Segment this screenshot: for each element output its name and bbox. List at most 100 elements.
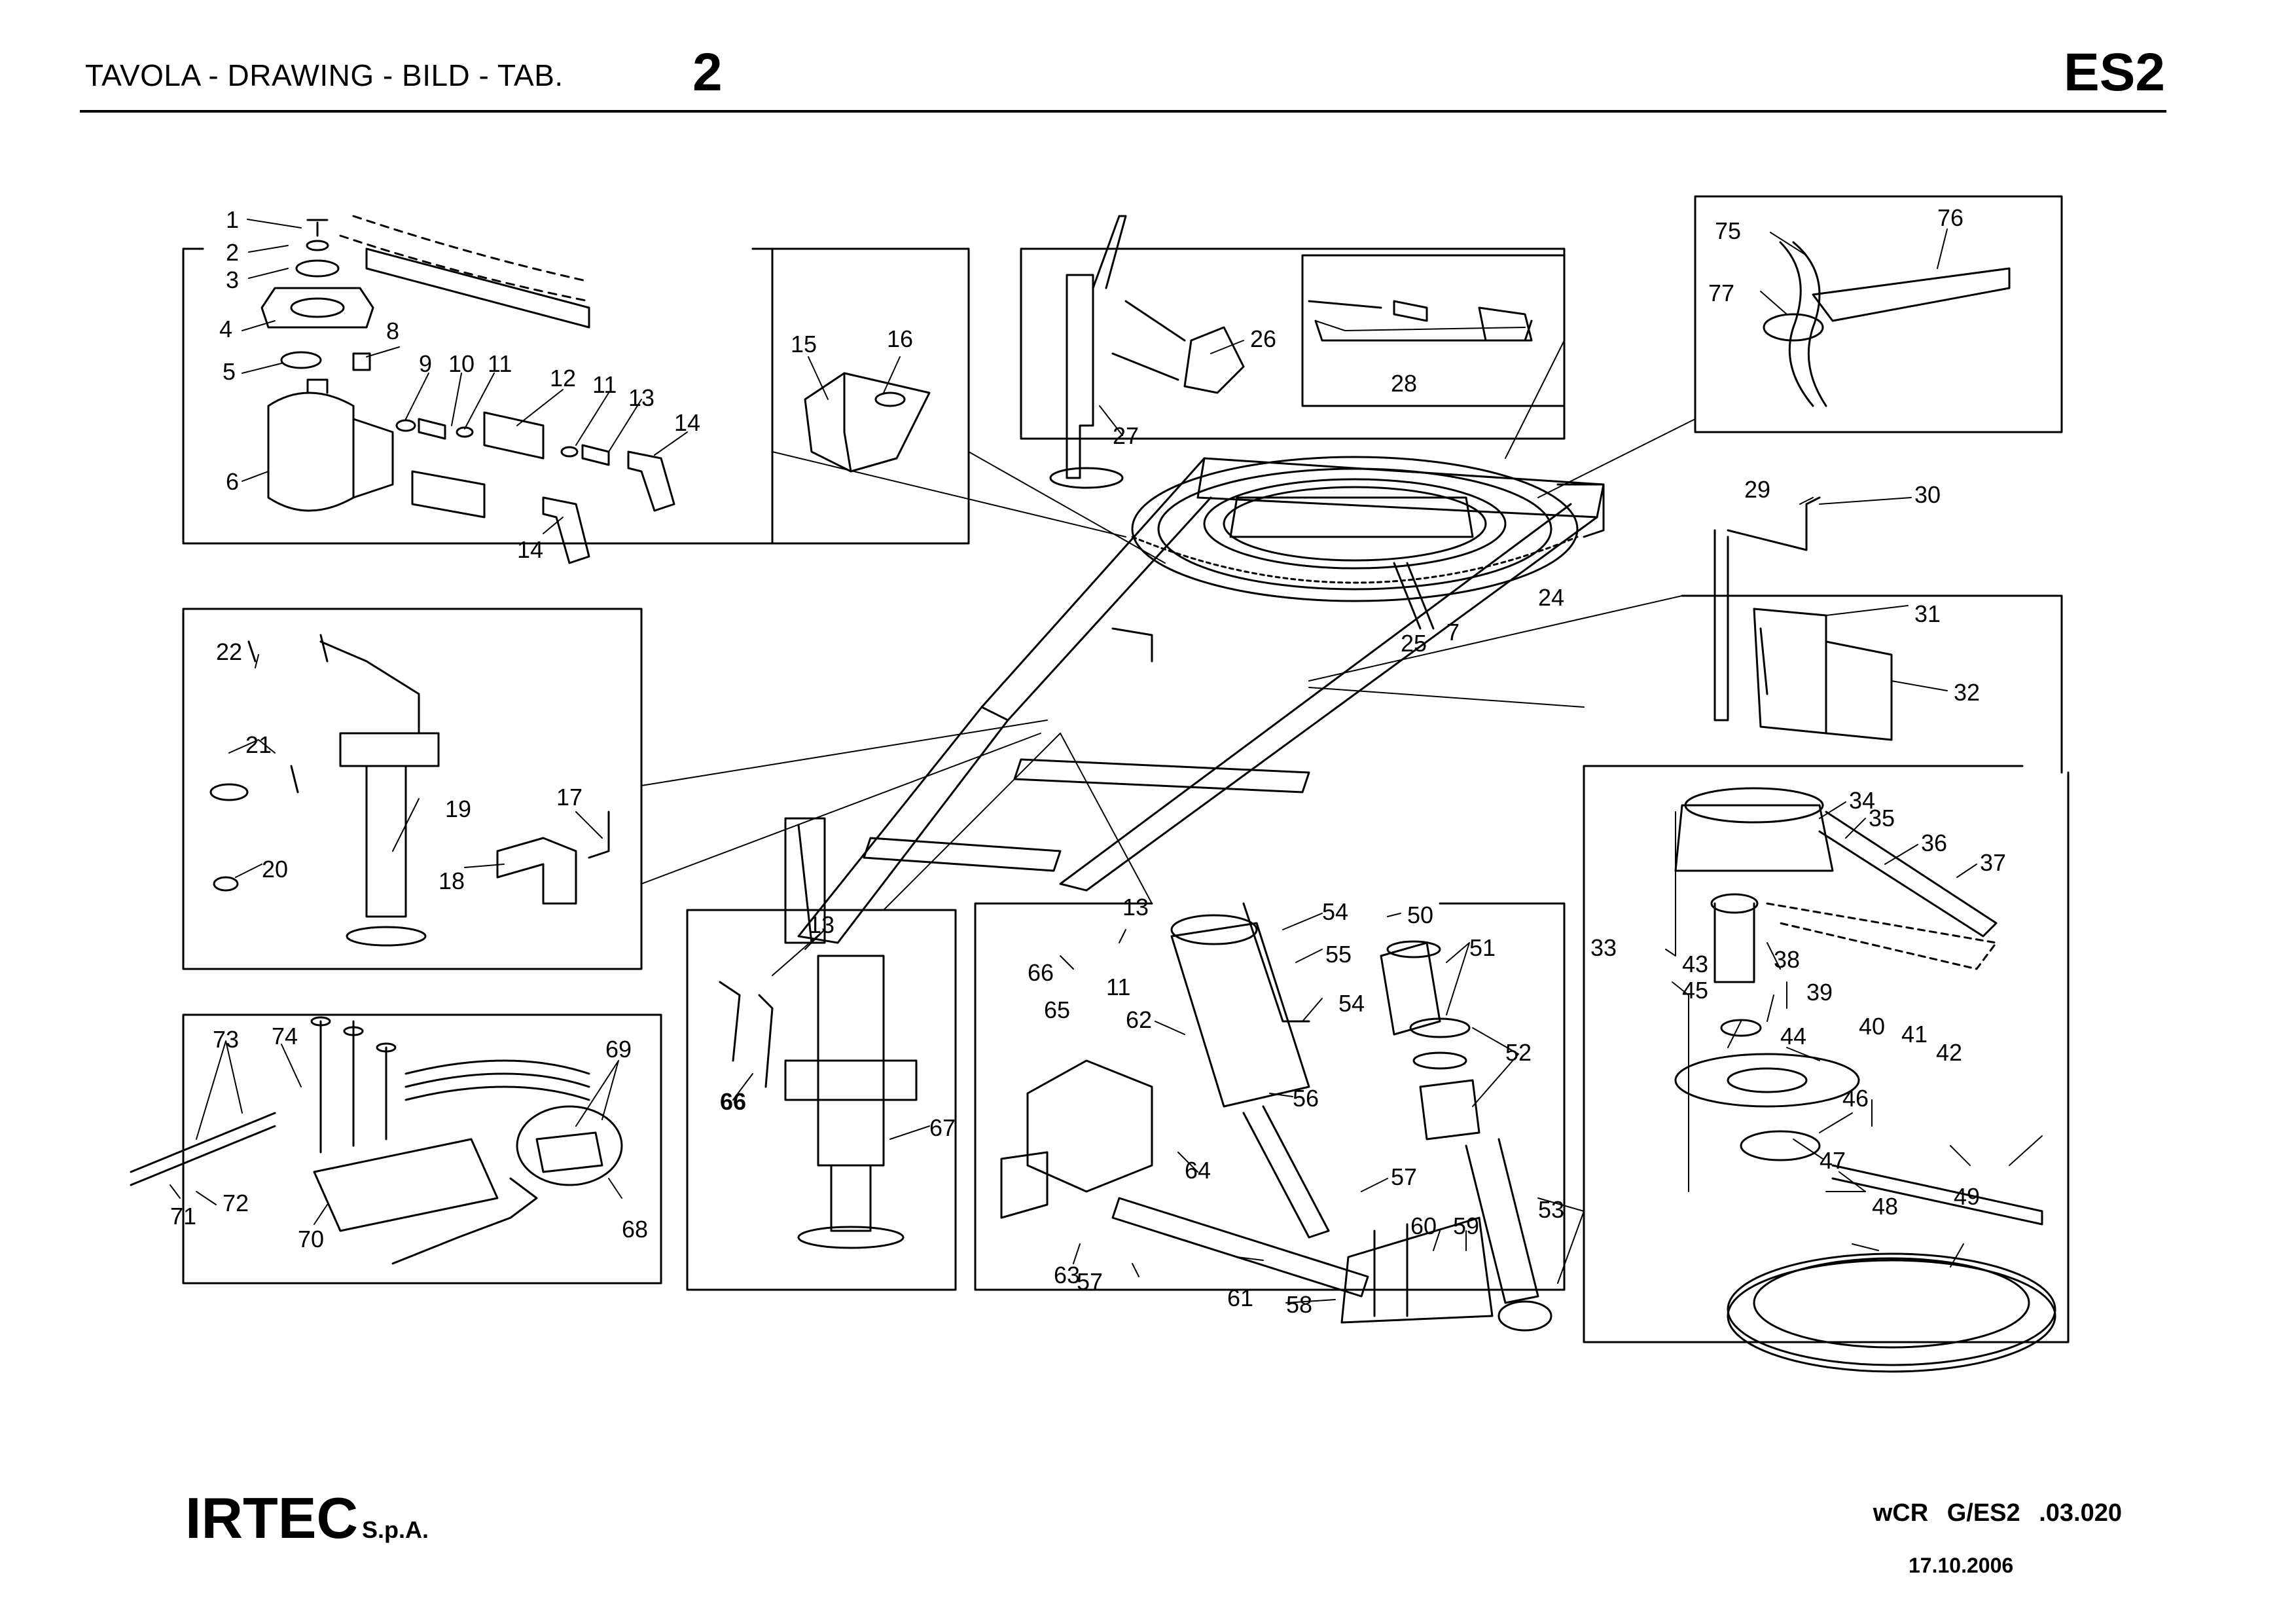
callout-37: 37 [1980, 849, 2006, 876]
callout-52: 52 [1505, 1039, 1532, 1066]
callout-73: 73 [213, 1026, 239, 1053]
panel-bracket [751, 247, 970, 545]
callout-53: 53 [1538, 1196, 1564, 1223]
callout-12: 12 [550, 365, 576, 392]
callout-66-b: 66 [720, 1088, 746, 1115]
document-date: 17.10.2006 [1909, 1554, 2014, 1577]
callout-66-a: 66 [1028, 959, 1054, 986]
callout-65: 65 [1044, 996, 1070, 1023]
callout-46: 46 [1842, 1085, 1869, 1112]
model-code: ES2 [2064, 43, 2165, 102]
chassis-frame [784, 457, 1605, 944]
panel-hydraulic-cylinder [974, 902, 1566, 1332]
callout-44: 44 [1780, 1023, 1806, 1049]
callout-14-b: 14 [517, 536, 543, 563]
callout-13-b: 13 [1122, 894, 1149, 921]
callout-59: 59 [1453, 1213, 1479, 1239]
callout-54-a: 54 [1322, 898, 1348, 925]
callout-40: 40 [1859, 1013, 1885, 1040]
callout-33: 33 [1590, 934, 1617, 961]
panel-distributor [130, 1013, 662, 1285]
callout-41: 41 [1901, 1021, 1928, 1048]
callout-9: 9 [419, 350, 432, 377]
callout-leaders [170, 219, 2043, 1304]
callout-34: 34 [1849, 787, 1875, 814]
callout-71: 71 [170, 1203, 196, 1230]
callout-13-c: 13 [808, 911, 834, 938]
panel-jack-valve [1020, 215, 1566, 489]
callout-29: 29 [1744, 476, 1770, 503]
callout-35: 35 [1869, 805, 1895, 831]
callout-11-b: 11 [592, 371, 617, 398]
callout-55: 55 [1325, 941, 1352, 968]
callout-8: 8 [386, 318, 399, 344]
callout-68: 68 [622, 1216, 648, 1243]
callout-38: 38 [1774, 946, 1800, 973]
callout-49: 49 [1954, 1183, 1980, 1210]
callout-1: 1 [226, 206, 239, 233]
callout-57-a: 57 [1391, 1163, 1417, 1190]
document-code: wCR G/ES2 .03.020 [1873, 1499, 2122, 1527]
panel-crank-jack [182, 608, 643, 970]
callout-74: 74 [272, 1023, 298, 1049]
callout-56: 56 [1293, 1085, 1319, 1112]
callout-67: 67 [929, 1114, 956, 1141]
callout-24: 24 [1538, 584, 1564, 611]
callout-58: 58 [1286, 1291, 1312, 1318]
callout-10: 10 [448, 350, 475, 377]
callout-7: 7 [1446, 619, 1460, 646]
callout-57-b: 57 [1077, 1268, 1103, 1295]
callout-32: 32 [1954, 679, 1980, 706]
callout-27: 27 [1113, 422, 1139, 449]
panel-hydraulic-motor [182, 215, 774, 564]
projection-lines [641, 340, 1696, 911]
callout-63: 63 [1054, 1262, 1080, 1288]
panel-control-levers [1694, 195, 2063, 433]
callout-75: 75 [1715, 217, 1741, 244]
callout-30: 30 [1914, 481, 1941, 508]
callout-51: 51 [1469, 934, 1496, 961]
callout-47: 47 [1820, 1147, 1846, 1174]
callout-64: 64 [1185, 1157, 1211, 1184]
callout-54-b: 54 [1338, 990, 1365, 1017]
callout-77: 77 [1708, 280, 1734, 306]
callout-26: 26 [1250, 325, 1276, 352]
table-number: 2 [692, 43, 723, 102]
callout-15: 15 [791, 331, 817, 357]
callout-11-a: 11 [488, 350, 512, 377]
callout-2: 2 [226, 239, 239, 266]
callout-36: 36 [1921, 830, 1947, 856]
header-title: TAVOLA - DRAWING - BILD - TAB. [85, 58, 564, 92]
callout-60: 60 [1410, 1213, 1437, 1239]
company-suffix: S.p.A. [362, 1516, 429, 1543]
callout-6: 6 [226, 468, 239, 495]
callout-62: 62 [1126, 1006, 1152, 1033]
callout-labels: 1 2 3 4 5 6 7 8 9 10 11 12 11 13 14 14 1… [170, 204, 2006, 1318]
callout-3: 3 [226, 266, 239, 293]
callout-48: 48 [1872, 1193, 1898, 1220]
callout-43: 43 [1682, 951, 1708, 977]
callout-19: 19 [445, 795, 471, 822]
callout-14-a: 14 [674, 409, 700, 436]
callout-16: 16 [887, 325, 913, 352]
callout-18: 18 [439, 867, 465, 894]
callout-4: 4 [219, 316, 232, 342]
callout-17: 17 [556, 784, 583, 811]
callout-22: 22 [216, 638, 242, 665]
callout-42: 42 [1936, 1039, 1962, 1066]
callout-39: 39 [1806, 979, 1833, 1006]
callout-31: 31 [1914, 600, 1941, 627]
callout-45: 45 [1682, 977, 1708, 1004]
panel-support-leg [686, 909, 957, 1291]
callout-13-a: 13 [628, 384, 655, 411]
panel-gearbox-ring [1583, 765, 2070, 1373]
callout-25: 25 [1401, 630, 1427, 657]
callout-20: 20 [262, 856, 288, 883]
callout-5: 5 [223, 358, 236, 385]
callout-76: 76 [1937, 204, 1964, 231]
callout-50: 50 [1407, 902, 1433, 928]
callout-61: 61 [1227, 1285, 1253, 1311]
callout-72: 72 [223, 1190, 249, 1216]
